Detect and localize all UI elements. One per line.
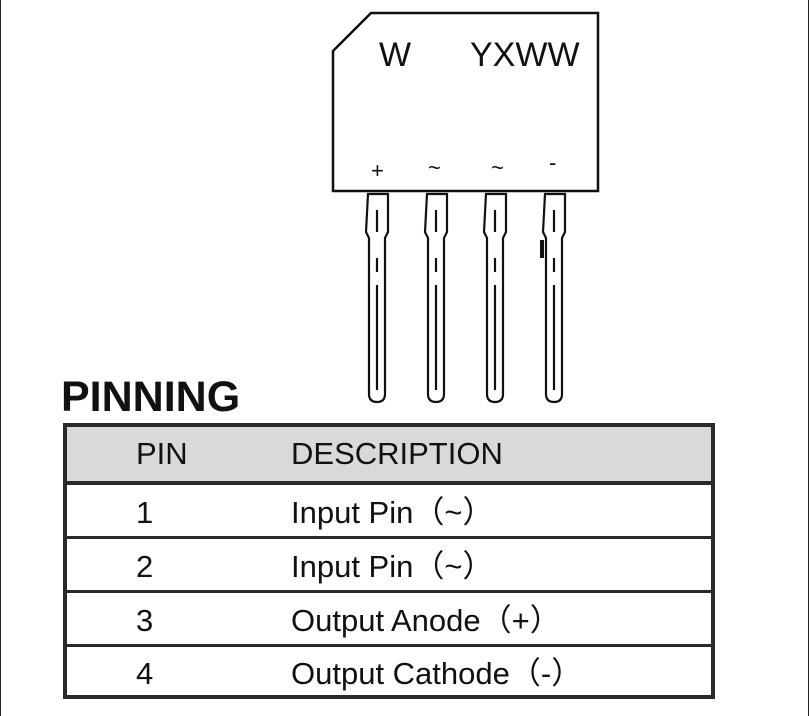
marking-date-code: YXWW (470, 36, 580, 74)
header-pin: PIN (136, 436, 188, 471)
lead-4 (540, 192, 567, 404)
lead-3 (482, 192, 508, 404)
pin-description: Input Pin（~） (291, 549, 494, 584)
pin-description: Input Pin（~） (291, 495, 494, 530)
pin-symbol-minus: - (549, 150, 556, 175)
pinning-table: PIN DESCRIPTION 1 Input Pin（~） 2 Input P… (63, 423, 715, 699)
pin-number: 2 (136, 549, 154, 584)
section-title: PINNING (61, 373, 241, 421)
marking-w: W (379, 36, 411, 74)
table-row: 4 Output Cathode（-） (67, 646, 711, 700)
table-row: 1 Input Pin（~） (67, 485, 711, 539)
pin-symbol-ac-1: ~ (428, 155, 441, 180)
table-row: 2 Input Pin（~） (67, 539, 711, 593)
pin-symbol-plus: + (371, 158, 384, 183)
pin-number: 4 (136, 656, 154, 691)
pin-description: Output Cathode（-） (291, 656, 583, 691)
lead-1 (364, 192, 390, 404)
pin-number: 3 (136, 603, 154, 638)
package-diagram: W YXWW + ~ ~ - (331, 11, 600, 404)
frame-left-border (0, 0, 1, 716)
header-description: DESCRIPTION (291, 436, 503, 471)
pin-number: 1 (136, 495, 154, 530)
table-header-row: PIN DESCRIPTION (67, 427, 711, 485)
pin-symbol-ac-2: ~ (491, 155, 504, 180)
table-row: 3 Output Anode（+） (67, 593, 711, 647)
pin-description: Output Anode（+） (291, 603, 561, 638)
lead-2 (423, 192, 449, 404)
package-body (331, 11, 600, 193)
